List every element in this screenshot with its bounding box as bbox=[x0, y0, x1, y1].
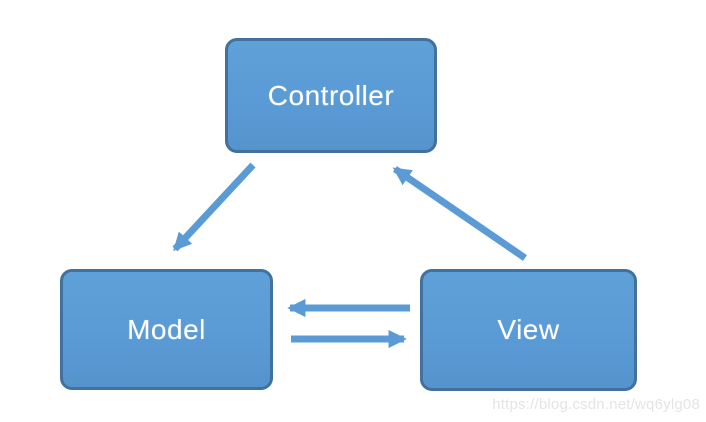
node-model: Model bbox=[60, 269, 273, 390]
node-view: View bbox=[420, 269, 637, 391]
node-model-label: Model bbox=[127, 313, 206, 345]
watermark-url: https://blog.csdn.net/wq6ylg08 bbox=[492, 396, 700, 413]
node-controller: Controller bbox=[225, 38, 437, 153]
node-controller-label: Controller bbox=[267, 79, 395, 111]
edge-view-to-controller-arrow bbox=[392, 166, 527, 261]
edge-controller-to-model-arrow bbox=[172, 162, 256, 252]
node-view-label: View bbox=[497, 314, 560, 345]
